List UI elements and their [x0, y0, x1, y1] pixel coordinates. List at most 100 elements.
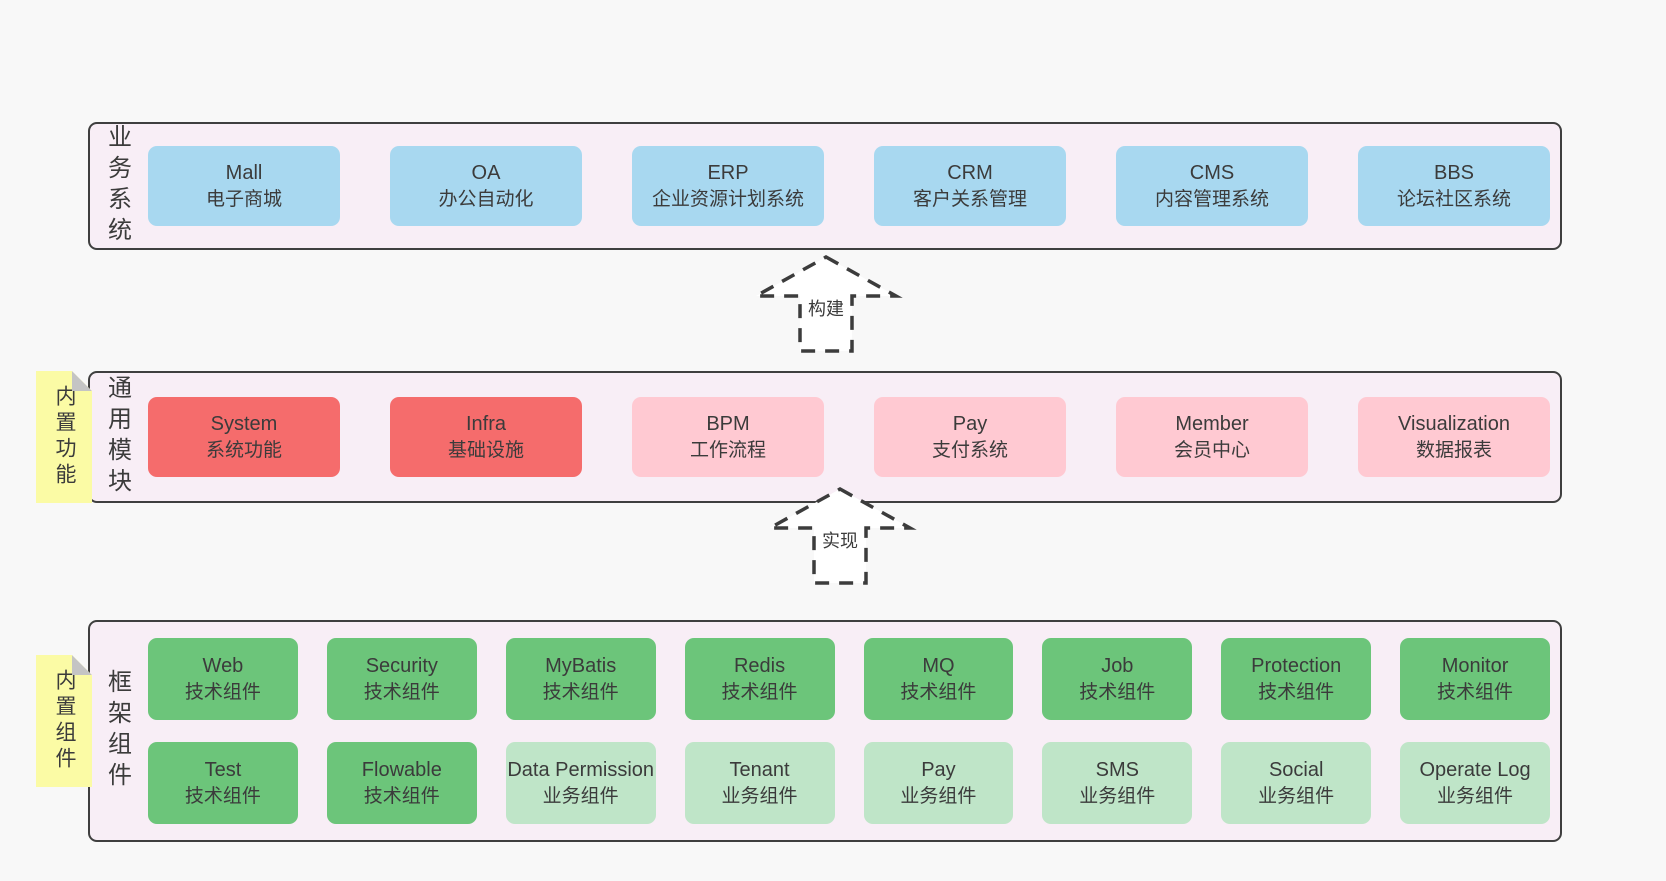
box-title: Infra — [465, 413, 507, 436]
box-title: Tenant — [729, 759, 790, 782]
box-title: BBS — [1433, 162, 1475, 185]
box-subtitle: 技术组件 — [363, 681, 440, 703]
box-title: Flowable — [361, 759, 442, 782]
box-title: Test — [204, 759, 242, 782]
implement-arrow-icon: 实现 — [763, 486, 917, 585]
box-title: MyBatis — [545, 655, 617, 678]
box-title: Social — [1268, 759, 1324, 782]
box-subtitle: 业务组件 — [1258, 785, 1335, 807]
box-subtitle: 技术组件 — [900, 681, 977, 703]
box-title: CRM — [947, 162, 993, 185]
box-subtitle: 技术组件 — [721, 681, 798, 703]
box-subtitle: 内容管理系统 — [1154, 188, 1269, 210]
box-subtitle: 技术组件 — [1079, 681, 1156, 703]
box-subtitle: 业务组件 — [1437, 785, 1514, 807]
box-title: OA — [471, 162, 501, 185]
box-subtitle: 电子商城 — [205, 188, 282, 210]
box-title: Pay — [921, 759, 956, 782]
box-title: SMS — [1095, 759, 1139, 782]
box-title: BPM — [706, 413, 750, 436]
box-redis: Redis 技术组件 — [684, 638, 835, 720]
box-subtitle: 业务组件 — [542, 785, 619, 807]
box-bpm: BPM 工作流程 — [632, 397, 824, 477]
box-title: Mall — [225, 162, 263, 185]
box-subtitle: 技术组件 — [184, 681, 261, 703]
box-pay: Pay 支付系统 — [874, 397, 1066, 477]
components-row-2: Test 技术组件 Flowable 技术组件 Data Permission … — [148, 742, 1550, 824]
box-mq: MQ 技术组件 — [863, 638, 1014, 720]
box-monitor: Monitor 技术组件 — [1400, 638, 1550, 720]
box-title: Visualization — [1398, 413, 1510, 436]
box-sms: SMS 业务组件 — [1042, 742, 1193, 824]
box-subtitle: 技术组件 — [184, 785, 261, 807]
box-web: Web 技术组件 — [148, 638, 298, 720]
box-mybatis: MyBatis 技术组件 — [505, 638, 656, 720]
build-arrow-icon: 构建 — [749, 254, 903, 353]
box-data-permission: Data Permission 业务组件 — [505, 742, 656, 824]
box-subtitle: 技术组件 — [542, 681, 619, 703]
box-subtitle: 数据报表 — [1415, 439, 1492, 461]
box-title: Data Permission — [507, 759, 655, 782]
business-boxes-row: Mall 电子商城 OA 办公自动化 ERP 企业资源计划系统 CRM 客户关系… — [144, 124, 1560, 248]
arrow-up-outline — [749, 254, 903, 353]
box-subtitle: 业务组件 — [1079, 785, 1156, 807]
components-row-1: Web 技术组件 Security 技术组件 MyBatis 技术组件 Redi… — [148, 638, 1550, 720]
box-security: Security 技术组件 — [326, 638, 477, 720]
box-subtitle: 基础设施 — [447, 439, 524, 461]
box-mall: Mall 电子商城 — [148, 146, 340, 226]
box-title: Monitor — [1441, 655, 1509, 678]
box-member: Member 会员中心 — [1116, 397, 1308, 477]
box-erp: ERP 企业资源计划系统 — [632, 146, 824, 226]
box-subtitle: 业务组件 — [721, 785, 798, 807]
box-title: Operate Log — [1419, 759, 1531, 782]
box-crm: CRM 客户关系管理 — [874, 146, 1066, 226]
box-subtitle: 论坛社区系统 — [1396, 188, 1511, 210]
box-title: Web — [202, 655, 244, 678]
box-bbs: BBS 论坛社区系统 — [1358, 146, 1550, 226]
box-test: Test 技术组件 — [148, 742, 298, 824]
sticky-tag-builtin-features: 内置功能 — [36, 371, 92, 503]
box-title: Pay — [952, 413, 988, 436]
box-oa: OA 办公自动化 — [390, 146, 582, 226]
business-systems-panel: 业务系统 Mall 电子商城 OA 办公自动化 ERP 企业资源计划系统 CRM… — [88, 122, 1562, 250]
box-title: ERP — [707, 162, 749, 185]
sticky-tag-label: 内置组件 — [53, 669, 76, 773]
box-subtitle: 业务组件 — [900, 785, 977, 807]
modules-boxes-row: System 系统功能 Infra 基础设施 BPM 工作流程 Pay 支付系统… — [144, 373, 1560, 501]
build-arrow-label: 构建 — [808, 299, 844, 319]
box-flowable: Flowable 技术组件 — [326, 742, 477, 824]
box-social: Social 业务组件 — [1221, 742, 1372, 824]
box-title: Job — [1101, 655, 1134, 678]
box-subtitle: 技术组件 — [1437, 681, 1514, 703]
implement-arrow-label: 实现 — [822, 531, 858, 551]
box-pay-biz: Pay 业务组件 — [863, 742, 1014, 824]
sticky-tag-builtin-components: 内置组件 — [36, 655, 92, 787]
box-system: System 系统功能 — [148, 397, 340, 477]
box-visualization: Visualization 数据报表 — [1358, 397, 1550, 477]
panel-label-modules: 通用模块 — [103, 375, 131, 499]
box-subtitle: 支付系统 — [931, 439, 1008, 461]
panel-label-components: 框架组件 — [103, 669, 131, 793]
box-operate-log: Operate Log 业务组件 — [1400, 742, 1550, 824]
box-protection: Protection 技术组件 — [1221, 638, 1372, 720]
box-title: Member — [1175, 413, 1249, 436]
box-title: Security — [365, 655, 438, 678]
sticky-tag-label: 内置功能 — [53, 385, 76, 489]
panel-label-business: 业务系统 — [103, 124, 131, 248]
box-subtitle: 技术组件 — [1258, 681, 1335, 703]
box-subtitle: 技术组件 — [363, 785, 440, 807]
box-title: Protection — [1251, 655, 1342, 678]
box-subtitle: 办公自动化 — [438, 188, 534, 210]
components-grid: Web 技术组件 Security 技术组件 MyBatis 技术组件 Redi… — [144, 622, 1560, 840]
box-title: Redis — [733, 655, 786, 678]
box-subtitle: 企业资源计划系统 — [651, 188, 804, 210]
box-tenant: Tenant 业务组件 — [684, 742, 835, 824]
box-title: CMS — [1189, 162, 1235, 185]
common-modules-panel: 通用模块 System 系统功能 Infra 基础设施 BPM 工作流程 Pay… — [88, 371, 1562, 503]
box-title: System — [210, 413, 278, 436]
arrow-up-outline — [763, 486, 917, 585]
box-subtitle: 工作流程 — [689, 439, 766, 461]
box-subtitle: 客户关系管理 — [912, 188, 1027, 210]
box-subtitle: 系统功能 — [205, 439, 282, 461]
